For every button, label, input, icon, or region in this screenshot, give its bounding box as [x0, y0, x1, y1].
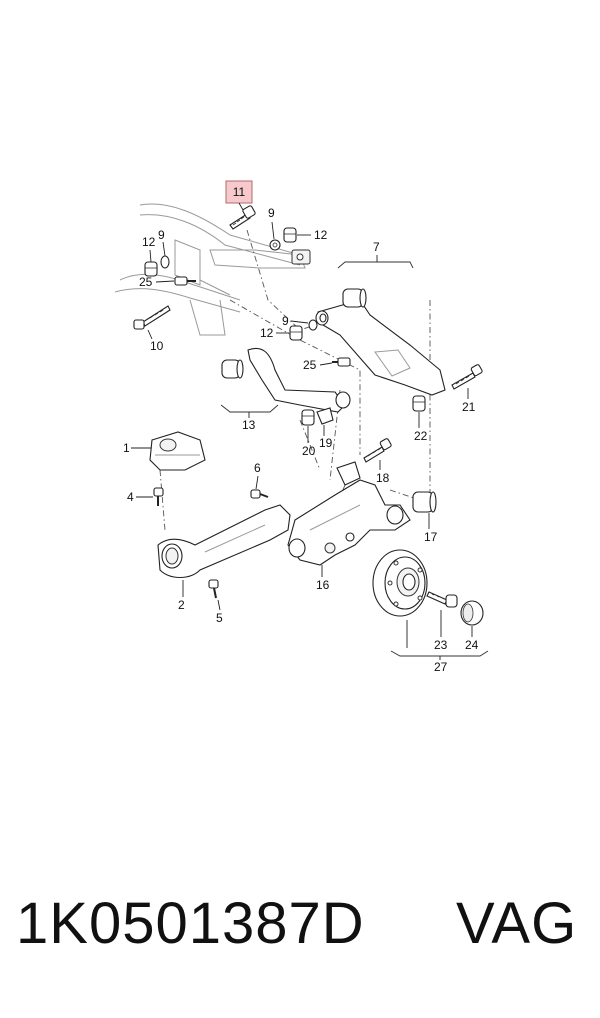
label-27: 27: [434, 660, 448, 674]
nut-12-top[interactable]: [283, 227, 297, 243]
label-12-top: 12: [314, 228, 328, 242]
wheel-hub[interactable]: [372, 549, 428, 617]
link-arm-13[interactable]: [221, 347, 351, 413]
label-22: 22: [414, 429, 428, 443]
nut-20[interactable]: [301, 409, 315, 426]
bushing-7[interactable]: [342, 288, 367, 308]
brand-name: VAG: [456, 891, 578, 956]
part-number: 1K0501387D: [16, 891, 365, 956]
washer-9-top[interactable]: [269, 239, 281, 251]
wheel-carrier-16[interactable]: [287, 461, 411, 566]
label-12-left: 12: [142, 235, 156, 249]
bolt-4[interactable]: [153, 487, 164, 506]
label-18: 18: [376, 471, 390, 485]
label-13: 13: [242, 418, 256, 432]
label-10: 10: [150, 339, 164, 353]
control-arm-7[interactable]: [315, 299, 446, 396]
label-24: 24: [465, 638, 479, 652]
label-23: 23: [434, 638, 448, 652]
subframe-bracket: [291, 249, 311, 265]
label-1: 1: [123, 441, 130, 455]
hub-bolt-23[interactable]: [426, 591, 458, 608]
label-4: 4: [127, 490, 134, 504]
suspension-exploded-diagram: 11 12 9 25 10 9 12 12: [114, 180, 489, 674]
bolt-25-left[interactable]: [174, 276, 196, 286]
dust-cap-24[interactable]: [460, 600, 484, 626]
mount-1[interactable]: [149, 431, 206, 471]
label-2: 2: [178, 598, 185, 612]
washer-9-mid[interactable]: [308, 319, 318, 331]
bolt-10[interactable]: [133, 305, 171, 330]
bolt-6[interactable]: [250, 489, 269, 499]
bolt-5[interactable]: [208, 579, 219, 599]
label-9-left: 9: [158, 228, 165, 242]
bolt-11[interactable]: [229, 205, 256, 230]
label-21: 21: [462, 400, 476, 414]
bushing-17[interactable]: [412, 491, 437, 513]
label-6: 6: [254, 461, 261, 475]
label-17: 17: [424, 530, 438, 544]
label-16: 16: [316, 578, 330, 592]
clip-19[interactable]: [316, 407, 334, 425]
label-25-mid: 25: [303, 358, 317, 372]
nut-12-mid[interactable]: [289, 325, 303, 341]
label-9-top: 9: [268, 206, 275, 220]
label-5: 5: [216, 611, 223, 625]
label-11: 11: [233, 185, 246, 199]
label-19: 19: [319, 436, 333, 450]
footer: 1K0501387D VAG: [0, 890, 600, 980]
label-20: 20: [302, 444, 316, 458]
label-9-mid: 9: [282, 314, 289, 328]
bolt-21[interactable]: [451, 364, 483, 390]
nut-12-left[interactable]: [144, 261, 158, 277]
subframe-outline: [114, 203, 306, 336]
label-7: 7: [373, 240, 380, 254]
washer-9-left[interactable]: [160, 255, 170, 269]
nut-22[interactable]: [412, 395, 426, 412]
trailing-arm-2[interactable]: [157, 504, 291, 579]
label-25-left: 25: [139, 275, 153, 289]
label-12-mid: 12: [260, 326, 274, 340]
bolt-18[interactable]: [363, 438, 392, 463]
bolt-25-mid[interactable]: [332, 357, 351, 367]
